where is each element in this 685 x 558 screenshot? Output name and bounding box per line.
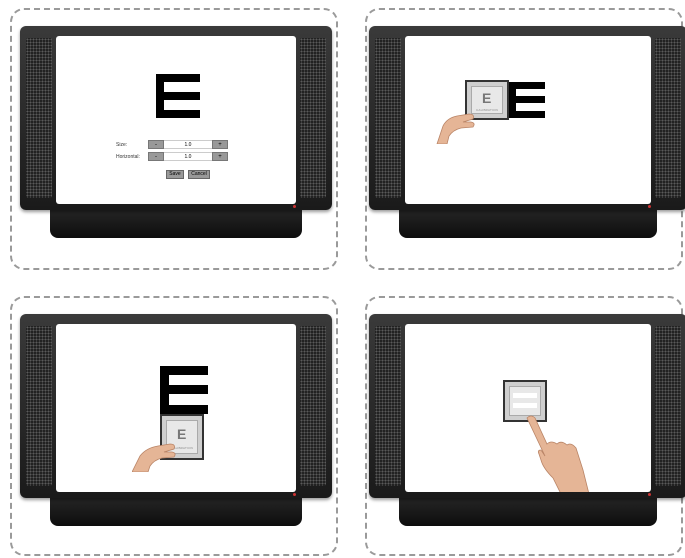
step-4-panel (365, 296, 683, 556)
right-speaker (655, 326, 681, 486)
power-led (648, 205, 651, 208)
horizontal-decrease-button[interactable]: - (148, 152, 164, 161)
size-value[interactable]: 1.0 (164, 140, 212, 149)
card-stripe-bottom (513, 403, 537, 408)
screen: E CALIBRATION (56, 324, 296, 492)
horizontal-stepper[interactable]: - 1.0 + (148, 152, 228, 161)
monitor: E CALIBRATION (369, 26, 685, 238)
screen: Size: - 1.0 + Horizontal: - 1.0 + Save C… (56, 36, 296, 204)
step-3-panel: E CALIBRATION (10, 296, 338, 556)
cancel-button[interactable]: Cancel (188, 170, 210, 179)
horizontal-value[interactable]: 1.0 (164, 152, 212, 161)
monitor-bezel: E CALIBRATION (369, 26, 685, 210)
size-decrease-button[interactable]: - (148, 140, 164, 149)
right-speaker (655, 38, 681, 198)
monitor: Size: - 1.0 + Horizontal: - 1.0 + Save C… (20, 26, 332, 238)
power-led (648, 493, 651, 496)
monitor-bezel: E CALIBRATION (20, 314, 332, 498)
save-button[interactable]: Save (166, 170, 184, 179)
left-speaker (375, 326, 401, 486)
monitor-bezel (369, 314, 685, 498)
left-speaker (26, 326, 52, 486)
pointing-hand-icon (521, 414, 601, 492)
screen (405, 324, 651, 492)
power-led (293, 205, 296, 208)
calibration-letter-e (160, 366, 208, 414)
hand-holding-card-icon (433, 98, 479, 144)
size-label: Size: (116, 142, 127, 148)
monitor-bezel: Size: - 1.0 + Horizontal: - 1.0 + Save C… (20, 26, 332, 210)
calibration-letter-e (156, 74, 200, 118)
left-speaker (375, 38, 401, 198)
monitor: E CALIBRATION (20, 314, 332, 526)
screen: E CALIBRATION (405, 36, 651, 204)
right-speaker (300, 38, 326, 198)
horizontal-increase-button[interactable]: + (212, 152, 228, 161)
calibration-letter-e (509, 82, 545, 118)
right-speaker (300, 326, 326, 486)
card-letter-e: E (482, 90, 491, 106)
size-stepper[interactable]: - 1.0 + (148, 140, 228, 149)
card-face (509, 386, 541, 416)
step-2-panel: E CALIBRATION (365, 8, 683, 270)
power-led (293, 493, 296, 496)
step-1-panel: Size: - 1.0 + Horizontal: - 1.0 + Save C… (10, 8, 338, 270)
card-stripe-top (513, 393, 537, 398)
hand-holding-card-icon (132, 436, 182, 472)
horizontal-label: Horizontal: (116, 154, 140, 160)
monitor (369, 314, 685, 526)
size-increase-button[interactable]: + (212, 140, 228, 149)
left-speaker (26, 38, 52, 198)
card-caption: CALIBRATION (476, 108, 498, 112)
